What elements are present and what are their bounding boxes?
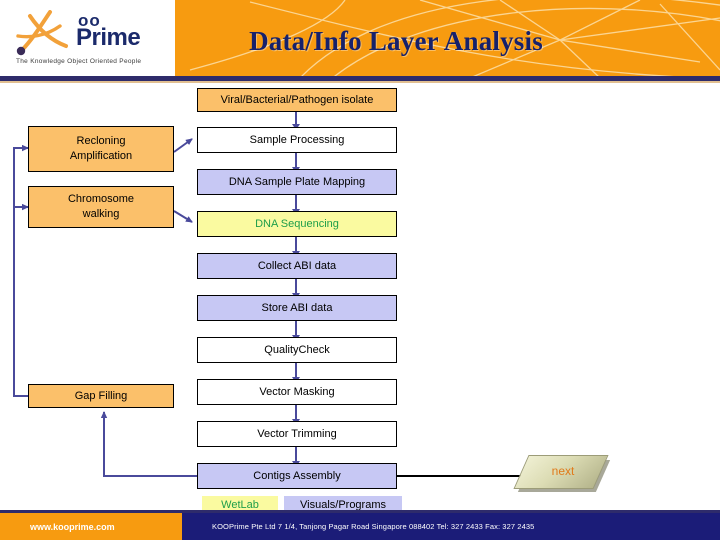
next-button-label: next: [551, 464, 575, 478]
next-button[interactable]: next: [513, 455, 611, 495]
arrow-chromosome-to-sequencing: [173, 210, 193, 223]
footer-website-area[interactable]: www.kooprime.com: [0, 513, 182, 540]
node-quality-check[interactable]: QualityCheck: [197, 337, 397, 363]
node-viral-bacterial-pathogen-isolate[interactable]: Viral/Bacterial/Pathogen isolate: [197, 88, 397, 112]
legend-visuals-programs[interactable]: Visuals/Programs: [284, 496, 402, 514]
arrow-contigs-to-gapfilling: [100, 411, 197, 477]
connector-collect-store: [295, 279, 297, 295]
connector-sample-mapping: [295, 153, 297, 169]
logo-prime-text: Prime: [76, 24, 141, 51]
arrow-recloning-to-sample: [173, 138, 193, 153]
node-gap-filling[interactable]: Gap Filling: [28, 384, 174, 408]
connector-sequencing-collect: [295, 237, 297, 253]
footer-address: KOOPrime Pte Ltd 7 1/4, Tanjong Pagar Ro…: [212, 522, 535, 531]
node-vector-masking[interactable]: Vector Masking: [197, 379, 397, 405]
connector-store-quality: [295, 321, 297, 337]
footer: www.kooprime.com KOOPrime Pte Ltd 7 1/4,…: [0, 513, 720, 540]
node-dna-sample-plate-mapping[interactable]: DNA Sample Plate Mapping: [197, 169, 397, 195]
legend-wetlab[interactable]: WetLab: [202, 496, 278, 514]
header-decoration-lines: [189, 0, 720, 76]
page-title: Data/Info Layer Analysis: [249, 26, 543, 56]
header-banner: [0, 0, 720, 76]
header-divider-secondary: [0, 81, 720, 83]
node-collect-abi-data[interactable]: Collect ABI data: [197, 253, 397, 279]
connector-isolate-sample: [295, 110, 297, 126]
logo-tagline: The Knowledge Object Oriented People: [16, 58, 142, 65]
node-sample-processing[interactable]: Sample Processing: [197, 127, 397, 153]
header-divider: [0, 76, 720, 81]
footer-address-area: KOOPrime Pte Ltd 7 1/4, Tanjong Pagar Ro…: [182, 513, 720, 540]
node-chromosome-line2: walking: [82, 208, 120, 220]
node-vector-trimming[interactable]: Vector Trimming: [197, 421, 397, 447]
node-recloning-amplification[interactable]: Recloning Amplification: [28, 126, 174, 172]
connector-masking-trimming: [295, 405, 297, 421]
node-store-abi-data[interactable]: Store ABI data: [197, 295, 397, 321]
node-contigs-assembly[interactable]: Contigs Assembly: [197, 463, 397, 489]
logo-oo-text: oo: [78, 11, 101, 30]
footer-website: www.kooprime.com: [30, 521, 115, 532]
connector-quality-masking: [295, 363, 297, 379]
node-chromosome-line1: Chromosome: [67, 193, 135, 205]
connector-mapping-sequencing: [295, 195, 297, 211]
node-recloning-line2: Amplification: [69, 150, 133, 162]
node-dna-sequencing[interactable]: DNA Sequencing: [197, 211, 397, 237]
connector-trimming-contigs: [295, 447, 297, 463]
node-chromosome-walking[interactable]: Chromosome walking: [28, 186, 174, 228]
kooprime-logo: oo Prime The Knowledge Object Oriented P…: [14, 6, 172, 74]
node-recloning-line1: Recloning: [76, 135, 126, 147]
footer-divider: [0, 510, 720, 513]
logo-mark-icon: [16, 10, 68, 56]
